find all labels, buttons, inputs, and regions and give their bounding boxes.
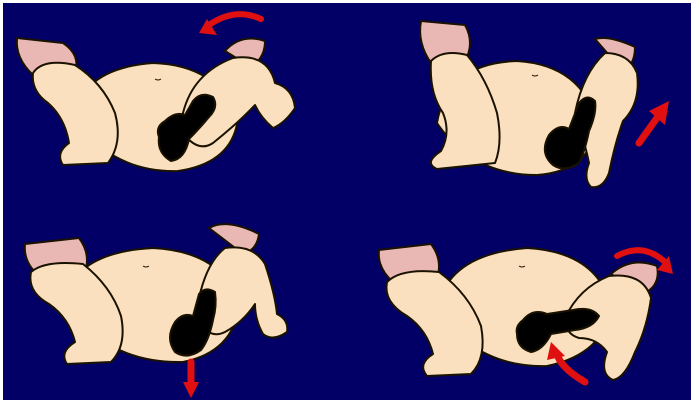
illustration-step-2 bbox=[347, 3, 691, 201]
panel-step-2 bbox=[347, 3, 691, 201]
panel-step-4 bbox=[347, 202, 691, 400]
arrow-up-right-icon bbox=[639, 101, 669, 143]
panel-step-3 bbox=[3, 202, 347, 400]
arrow-down-icon bbox=[183, 362, 199, 398]
illustration-step-1 bbox=[3, 3, 347, 201]
illustration-step-4 bbox=[347, 202, 691, 400]
curved-arrow-left-icon bbox=[199, 14, 261, 35]
panel-step-1 bbox=[3, 3, 347, 201]
diagram-frame bbox=[3, 3, 691, 400]
illustration-step-3 bbox=[3, 202, 347, 400]
